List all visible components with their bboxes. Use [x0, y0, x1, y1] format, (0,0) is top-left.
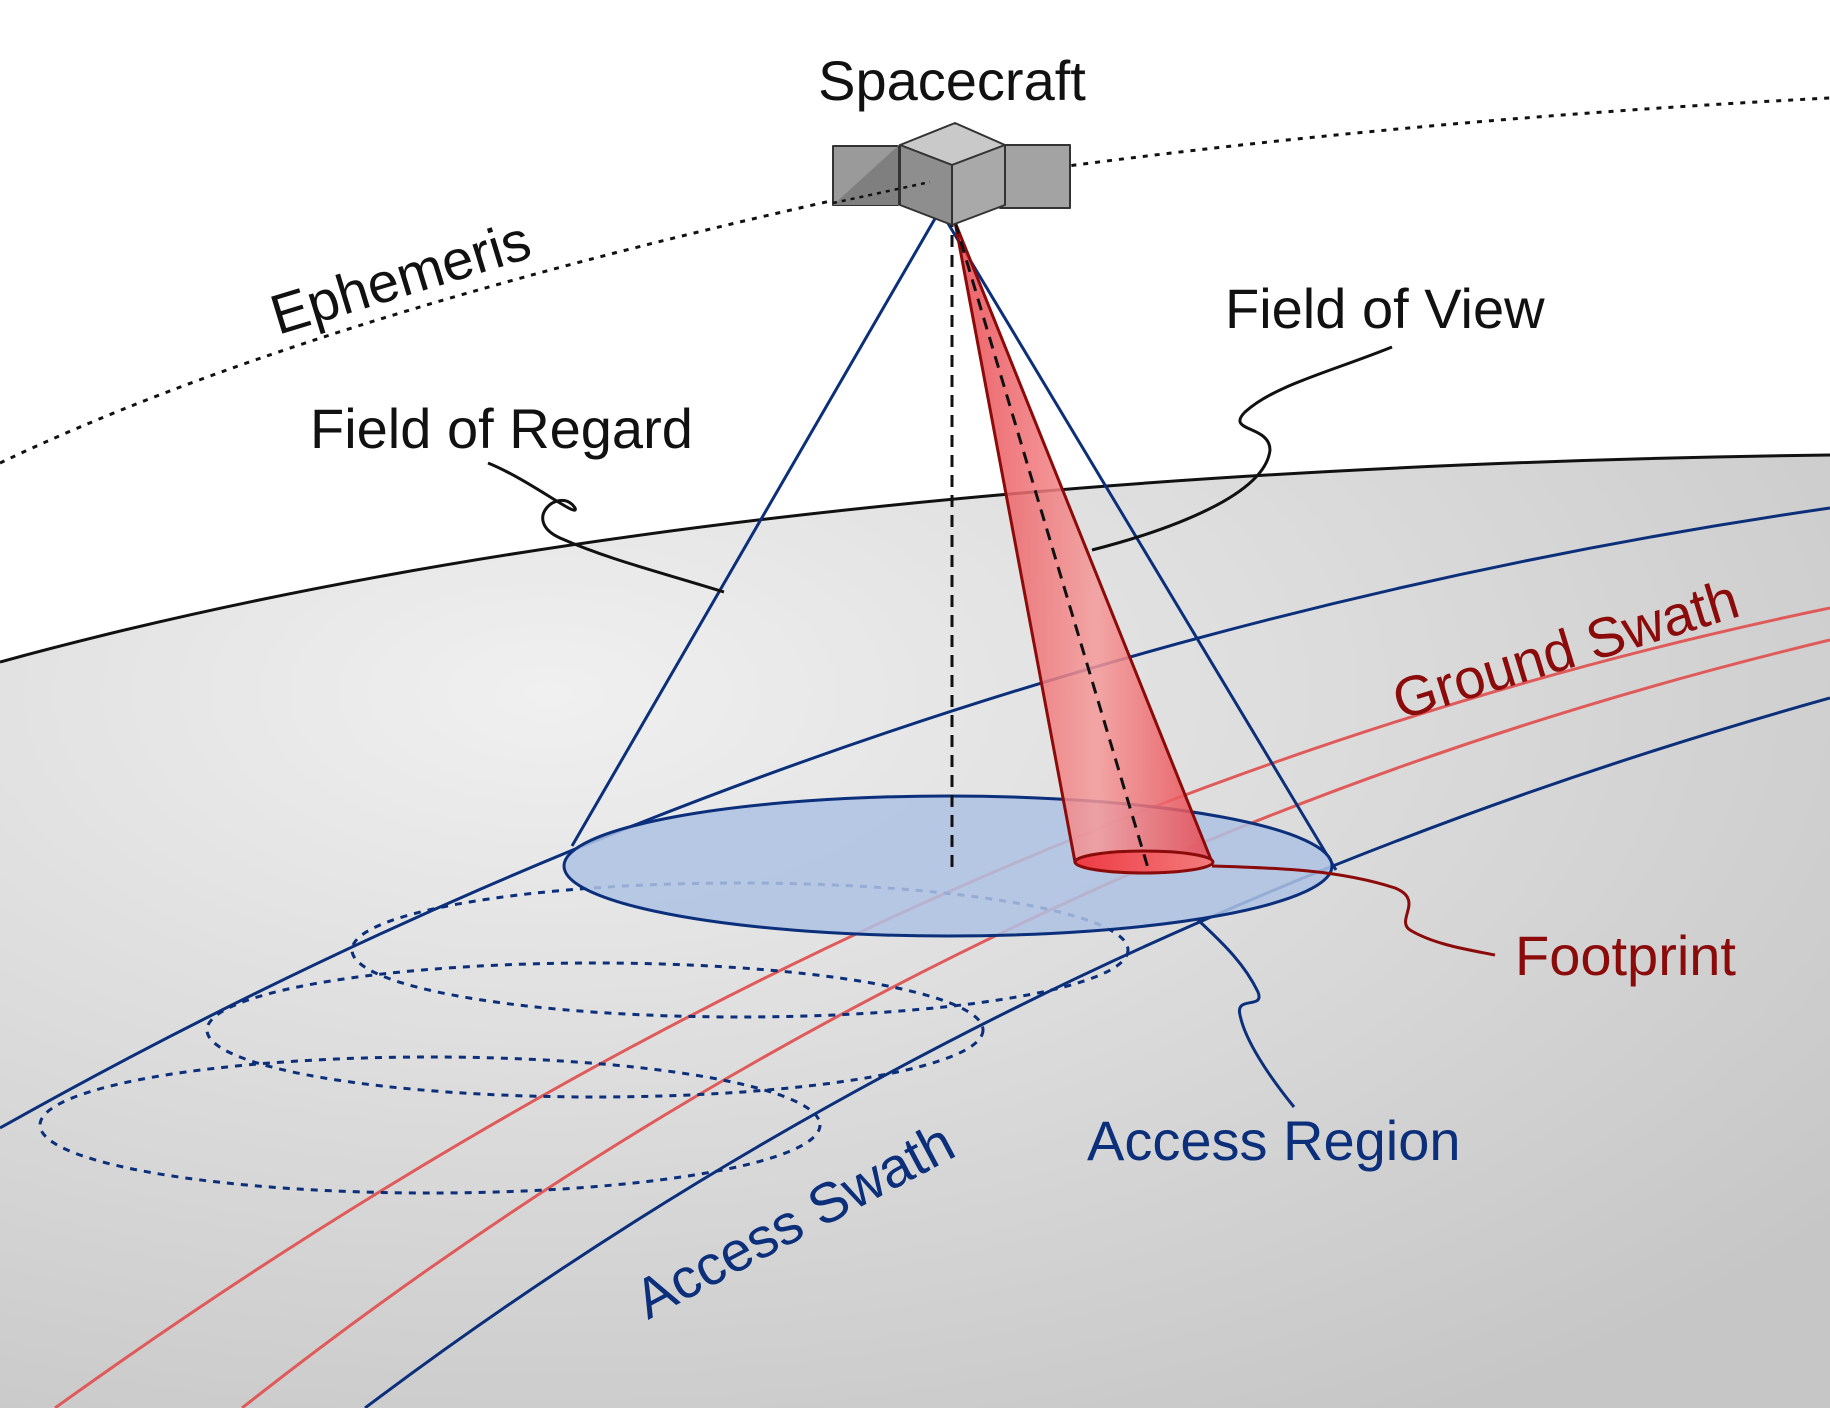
field-of-view-label: Field of View	[1225, 277, 1545, 340]
field-of-view-leader	[1091, 345, 1393, 552]
spacecraft-label: Spacecraft	[818, 49, 1086, 112]
spacecraft-orbit-overlay	[832, 180, 931, 205]
earth-horizon	[0, 453, 1830, 664]
access-swath-lower-edge	[364, 696, 1830, 1408]
access-region-leader	[1196, 918, 1296, 1108]
footprint-label: Footprint	[1515, 924, 1736, 987]
past-access-region-3	[38, 1055, 822, 1195]
solar-panel-right	[999, 144, 1071, 209]
ephemeris-label: Ephemeris	[263, 208, 537, 347]
field-of-regard-label: Field of Regard	[310, 397, 693, 460]
bus-right-face	[951, 144, 1006, 226]
field-of-regard-leader	[487, 461, 725, 594]
footprint-leader	[1211, 864, 1496, 957]
solar-panel-left-shade	[833, 146, 898, 205]
past-access-region-2	[205, 961, 985, 1099]
boresight-line	[953, 221, 1150, 869]
access-swath-upper-edge	[0, 506, 1830, 1130]
footprint-ellipse	[1073, 849, 1215, 875]
access-region-label: Access Region	[1087, 1109, 1461, 1172]
spacecraft-icon	[832, 122, 1071, 226]
